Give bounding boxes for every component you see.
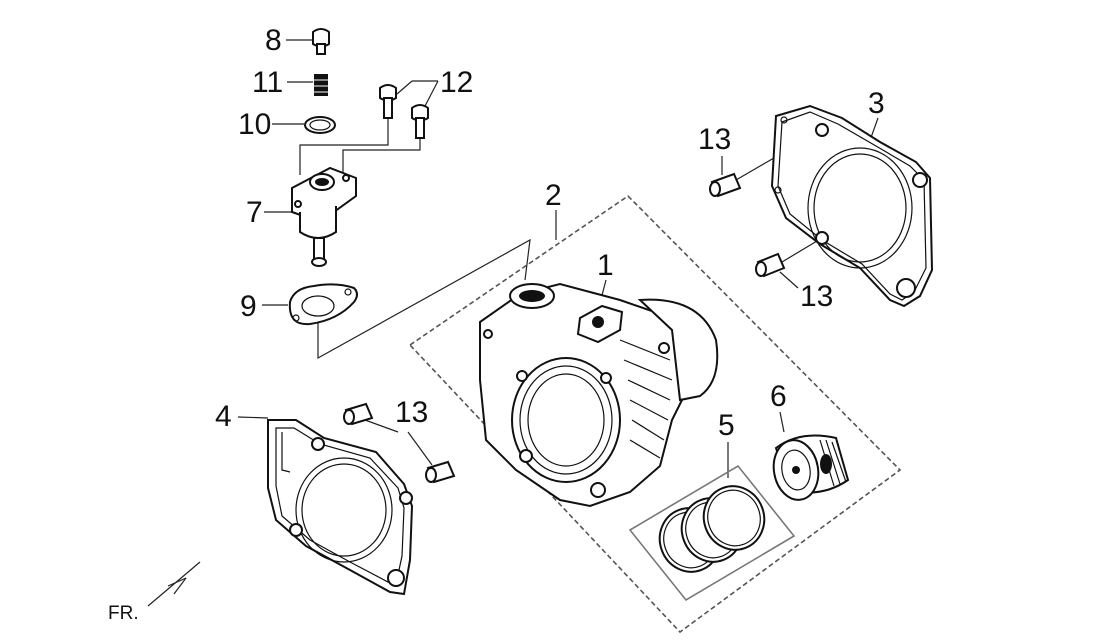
cylinder-1-icon: [479, 282, 719, 508]
dowel-pin-13c-icon: [343, 402, 374, 426]
piston-ring-box: [628, 464, 796, 602]
callout-11: 11: [252, 66, 283, 99]
callout-5: 5: [718, 409, 735, 442]
bolt-12b-icon: [411, 104, 429, 139]
callout-3: 3: [868, 87, 885, 120]
callout-13-right: 13: [800, 280, 833, 313]
piston-rings-5-icon: [658, 485, 766, 573]
tensioner-gasket-9-icon: [288, 283, 358, 326]
bolt-12a-icon: [379, 84, 397, 119]
callout-7: 7: [246, 196, 263, 229]
cam-chain-tensioner-7-icon: [291, 166, 357, 267]
dowel-pin-13d-icon: [425, 460, 456, 484]
front-direction-label: FR.: [108, 603, 139, 624]
spring-11-icon: [314, 74, 328, 96]
bolt-8-icon: [312, 28, 330, 55]
callout-9: 9: [240, 290, 257, 323]
callout-2: 2: [545, 179, 562, 212]
callout-13-left: 13: [395, 396, 428, 429]
cylinder-base-gasket-4-icon: [267, 419, 414, 596]
callout-1: 1: [597, 249, 614, 282]
dowel-pin-13a-icon: [709, 172, 742, 198]
callout-8: 8: [265, 24, 282, 57]
dowel-pin-13b-icon: [755, 252, 786, 278]
callout-4: 4: [215, 400, 232, 433]
callout-12: 12: [440, 66, 473, 99]
callout-10: 10: [238, 108, 271, 141]
cylinder-assembly-boundary: [408, 194, 902, 634]
cylinder-head-gasket-3-icon: [770, 104, 934, 308]
callout-13-top: 13: [698, 123, 731, 156]
piston-6-icon: [772, 434, 850, 501]
front-direction-arrow-icon: [147, 561, 201, 607]
o-ring-10-icon: [304, 116, 336, 134]
callout-6: 6: [770, 380, 787, 413]
